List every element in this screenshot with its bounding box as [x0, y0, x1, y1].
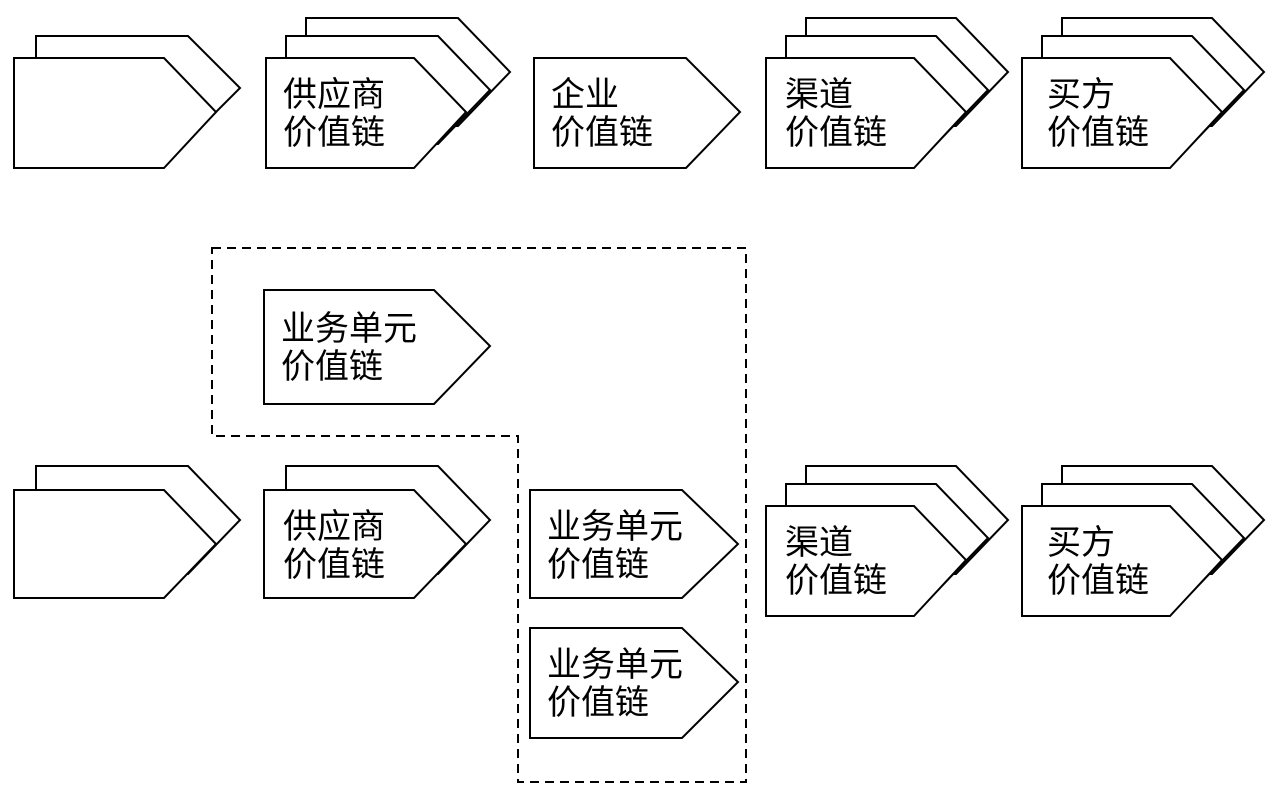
stack-front-layer [765, 57, 968, 169]
stack-front-layer [765, 505, 968, 617]
stack-front-layer [265, 57, 468, 169]
business-unit-2-line1: 业务单元 [547, 507, 683, 547]
stack-front-layer [1021, 505, 1224, 617]
chevron-shape [529, 489, 740, 599]
stack-front-layer [1021, 57, 1224, 169]
business-unit-value-chain-2: 业务单元 价值链 [529, 489, 740, 599]
top-upstream-value-chain [13, 35, 242, 169]
stack-front-layer [263, 489, 468, 599]
top-supplier-line2: 价值链 [283, 113, 385, 153]
chevron-shape [533, 57, 742, 169]
top-buyer-line1: 买方 [1047, 75, 1115, 115]
bottom-upstream-value-chain [13, 465, 242, 599]
bottom-channel-line2: 价值链 [785, 561, 887, 601]
top-channel-line2: 价值链 [785, 113, 887, 153]
top-enterprise-line1: 企业 [551, 75, 619, 115]
bottom-buyer-line2: 价值链 [1047, 561, 1149, 601]
bottom-channel-value-chain: 渠道 价值链 [765, 465, 1010, 617]
business-unit-1-line2: 价值链 [281, 347, 383, 387]
bottom-channel-line1: 渠道 [785, 523, 853, 563]
bottom-supplier-value-chain: 供应商 价值链 [263, 465, 492, 599]
business-unit-1-line1: 业务单元 [281, 309, 417, 349]
business-unit-3-line1: 业务单元 [547, 645, 683, 685]
bottom-buyer-line1: 买方 [1047, 523, 1115, 563]
top-supplier-value-chain: 供应商 价值链 [265, 17, 512, 169]
top-buyer-value-chain: 买方 价值链 [1021, 17, 1266, 169]
enterprise-boundary-dashed [211, 247, 747, 783]
business-unit-value-chain-1: 业务单元 价值链 [263, 289, 492, 405]
bottom-supplier-line1: 供应商 [283, 507, 385, 547]
top-enterprise-line2: 价值链 [551, 113, 653, 153]
business-unit-value-chain-3: 业务单元 价值链 [529, 627, 740, 739]
chevron-shape [263, 289, 492, 405]
bottom-buyer-value-chain: 买方 价值链 [1021, 465, 1266, 617]
top-supplier-line1: 供应商 [283, 75, 385, 115]
top-channel-value-chain: 渠道 价值链 [765, 17, 1010, 169]
business-unit-2-line2: 价值链 [547, 545, 649, 585]
top-buyer-line2: 价值链 [1047, 113, 1149, 153]
top-enterprise-value-chain: 企业 价值链 [533, 57, 742, 169]
chevron-shape [529, 627, 740, 739]
stack-front-layer [13, 57, 218, 169]
bottom-supplier-line2: 价值链 [283, 545, 385, 585]
business-unit-3-line2: 价值链 [547, 683, 649, 723]
stack-front-layer [13, 489, 218, 599]
top-channel-line1: 渠道 [785, 75, 853, 115]
